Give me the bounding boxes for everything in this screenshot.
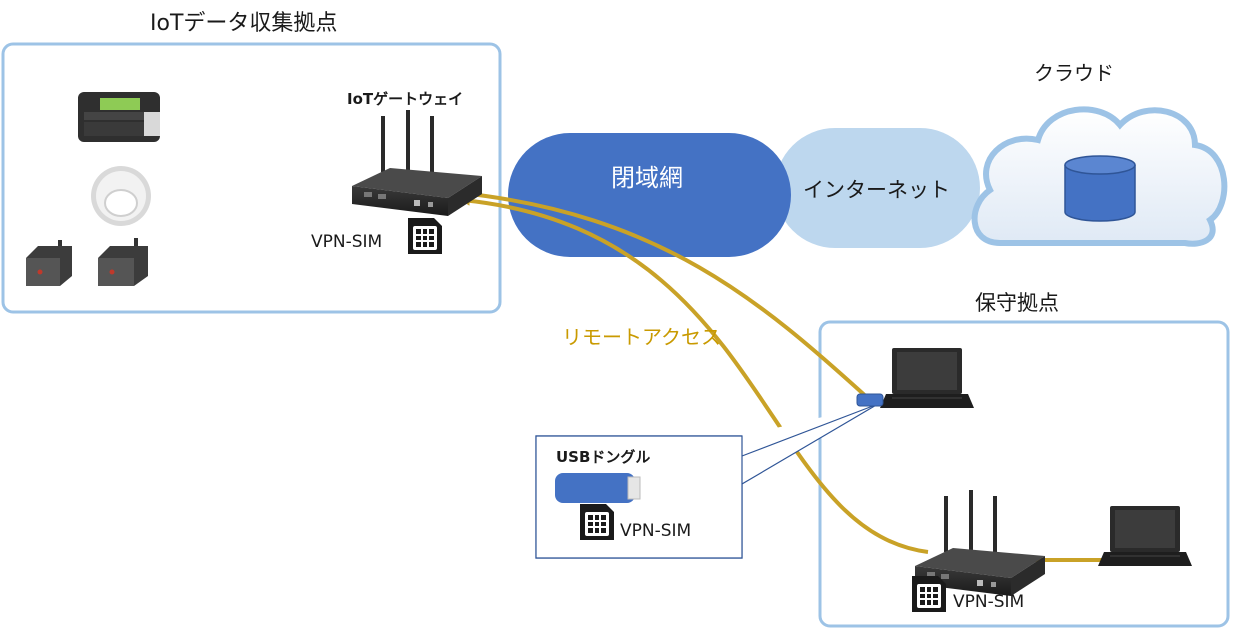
laptop-icon <box>1097 505 1193 567</box>
gateway-sim-label: VPN-SIM <box>311 232 382 252</box>
sim-card-icon <box>911 575 947 613</box>
maintenance-sim-label: VPN-SIM <box>953 592 1024 612</box>
motion-sensor-icon <box>91 166 151 226</box>
cloud-title: クラウド <box>1034 61 1114 85</box>
iot-site-title: IoTデータ収集拠点 <box>150 11 337 36</box>
wireless-node-icon <box>26 240 72 286</box>
gateway-label: IoTゲートウェイ <box>347 90 463 108</box>
database-icon <box>1064 155 1136 222</box>
laptop-icon <box>879 347 975 409</box>
usb-dongle-icon <box>856 393 884 407</box>
remote-access-line-upper <box>460 188 872 402</box>
sim-card-icon <box>579 503 615 541</box>
sim-card-icon <box>407 217 443 255</box>
usb-dongle-label: USBドングル <box>556 448 650 466</box>
sensor-controller-icon <box>78 92 160 142</box>
remote-access-label: リモートアクセス <box>562 325 721 349</box>
wireless-node-icon <box>98 238 148 286</box>
remote-access-line-lower <box>460 195 929 554</box>
maintenance-site-title: 保守拠点 <box>975 291 1059 315</box>
internet-pill <box>775 128 980 248</box>
closed-network-pill <box>508 133 791 257</box>
internet-label: インターネット <box>803 178 950 202</box>
usb-dongle-icon <box>555 473 641 503</box>
usb-sim-label: VPN-SIM <box>620 521 691 541</box>
closed-network-label: 閉域網 <box>611 164 683 192</box>
